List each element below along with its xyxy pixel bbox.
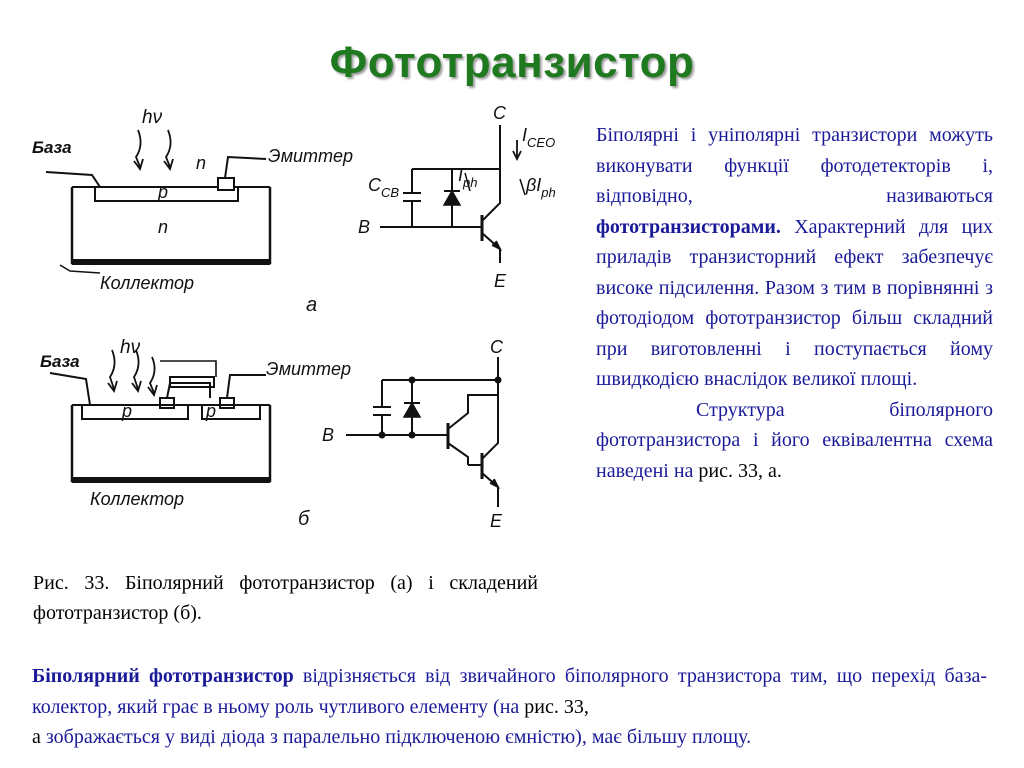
figure-a-emitter: Эмиттер — [268, 146, 353, 166]
page-title: Фототранзистор — [329, 38, 695, 87]
figure-b-label: б — [298, 508, 310, 530]
figure-a-n-emitter: n — [196, 153, 206, 173]
schematic-a-e: E — [494, 271, 507, 291]
figure-b-emitter: Эмиттер — [266, 359, 351, 379]
figure-reference-2: а — [32, 726, 41, 748]
right-text-block: Біполярні і уніполярні транзистори можут… — [596, 120, 993, 486]
schematic-b-b: B — [322, 425, 334, 445]
schematic-a-cob: CCB — [368, 175, 399, 200]
figure-b-p2: p — [205, 401, 216, 421]
figure-33: hν База n Эмиттер p n Коллектор а C ICEO… — [32, 103, 556, 531]
figure-a-hv: hν — [142, 107, 163, 128]
figure-a-structure — [45, 129, 272, 274]
figure-b-structure — [49, 349, 272, 483]
figure-a-label: а — [306, 294, 317, 316]
schematic-a-c: C — [493, 103, 507, 123]
figure-a-collector: Коллектор — [100, 273, 194, 293]
figure-b-schematic — [346, 357, 502, 507]
figure-reference: рис. 33, а. — [698, 459, 782, 482]
right-paragraph-2: Структура біполярного фототранзистора і … — [596, 398, 993, 482]
right-paragraph-1: Біполярні і уніполярні транзистори можут… — [596, 124, 993, 390]
figure-a-p: p — [157, 182, 168, 202]
schematic-a-b: B — [358, 217, 370, 237]
figure-b-collector: Коллектор — [90, 489, 184, 509]
term-phototransistors: фототранзисторами. — [596, 215, 781, 238]
figure-b-hv: hν — [120, 337, 141, 358]
figure-b-baza: База — [40, 352, 80, 371]
schematic-b-c: C — [490, 337, 504, 357]
schematic-a-beta-iph: βIph — [525, 175, 556, 200]
schematic-a-iph: Iph — [458, 165, 477, 190]
schematic-b-e: E — [490, 511, 503, 531]
figure-a-schematic — [380, 125, 526, 263]
figure-a-n-body: n — [158, 217, 168, 237]
figure-a-baza: База — [32, 138, 72, 157]
bottom-paragraph: Біполярний фототранзистор відрізняється … — [32, 665, 988, 748]
figure-caption: Рис. 33. Біполярний фототранзистор (а) і… — [33, 572, 538, 624]
term-bipolar-phototransistor: Біполярний фототранзистор — [32, 665, 294, 687]
schematic-a-iceo: ICEO — [522, 125, 555, 150]
figure-reference-1: рис. 33, — [524, 695, 589, 718]
figure-b-p1: p — [121, 401, 132, 421]
